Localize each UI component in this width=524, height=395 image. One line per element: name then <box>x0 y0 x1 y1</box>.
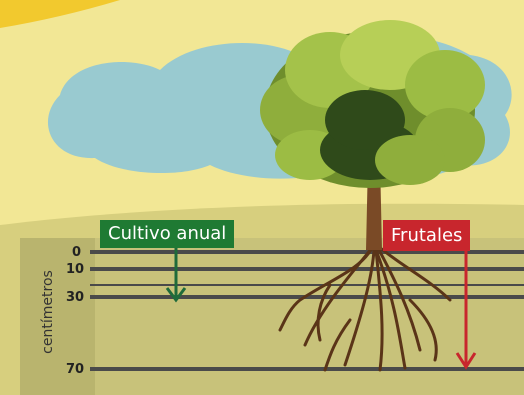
annual-crop-label: Cultivo anual <box>100 220 234 248</box>
depth-axis-title-text: centímetros <box>40 270 56 354</box>
depth-tick-10: 10 <box>66 262 84 277</box>
depth-tick-70: 70 <box>66 362 84 377</box>
depth-tick-0: 0 <box>72 245 81 260</box>
layer-line-20cm <box>90 284 524 286</box>
layer-line-70cm <box>90 367 524 371</box>
depth-tick-30: 30 <box>66 290 84 305</box>
fruit-trees-label: Frutales <box>383 220 470 251</box>
layer-line-10cm <box>90 267 524 271</box>
soil-layer <box>20 238 524 395</box>
